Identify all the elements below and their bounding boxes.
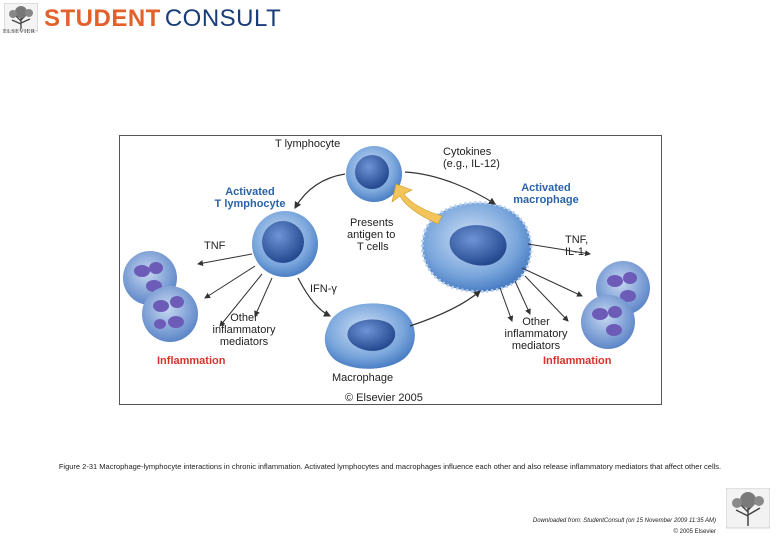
figure-illustration: T lymphocyte Cytokines (e.g., IL-12) Act… [119,135,662,405]
elsevier-tree-logo-bottom [726,488,770,529]
label-activated-m-1: Activated [521,182,571,194]
figure-artwork [123,146,650,369]
activated-t-lymphocyte-cell [252,211,318,277]
cycle-arrows [294,171,497,327]
right-neutrophils [581,261,650,349]
label-other-left-3: mediators [219,336,269,348]
brand-consult: CONSULT [164,5,282,32]
left-neutrophils [123,251,198,342]
label-tnf-right-2: IL-1 [565,246,584,258]
brand-student: STUDENT [44,5,161,32]
elsevier-logo-text: ELSEVIER [3,29,36,35]
label-tnf-left: TNF [204,240,226,252]
t-lymphocyte-cell [346,146,402,202]
right-release-arrows [499,243,591,322]
label-other-right-3: mediators [511,340,561,352]
label-inflammation-right: Inflammation [543,355,612,367]
label-activated-t-2: T lymphocyte [214,198,286,210]
label-macrophage: Macrophage [332,372,394,384]
label-cytokines-1: Cytokines [443,146,492,158]
label-other-left-2: inflammatory [212,324,276,336]
label-other-right-1: Other [522,316,550,328]
label-activated-m-2: macrophage [513,194,579,206]
elsevier-tree-logo [4,3,38,32]
label-other-right-2: inflammatory [504,328,568,340]
download-notice: Downloaded from: StudentConsult (on 15 N… [532,518,716,524]
label-presents-2: antigen to [347,229,396,241]
label-presents-1: Presents [350,217,394,229]
label-other-left-1: Other [230,312,258,324]
footer-copyright: © 2005 Elsevier [673,529,716,535]
label-presents-3: T cells [357,241,389,253]
label-ifn-gamma: IFN-γ [310,283,337,295]
activated-macrophage-cell [420,201,533,294]
label-activated-t-1: Activated [225,186,275,198]
label-tnf-right-1: TNF, [565,234,589,246]
presents-antigen-arrow [391,183,443,225]
figure-copyright: © Elsevier 2005 [345,392,423,404]
label-cytokines-2: (e.g., IL-12) [443,158,500,170]
label-t-lymphocyte: T lymphocyte [275,138,341,150]
macrophage-cell [324,303,415,369]
figure-caption: Figure 2-31 Macrophage-lymphocyte intera… [58,462,722,471]
left-release-arrows [197,253,273,327]
label-inflammation-left: Inflammation [157,355,226,367]
